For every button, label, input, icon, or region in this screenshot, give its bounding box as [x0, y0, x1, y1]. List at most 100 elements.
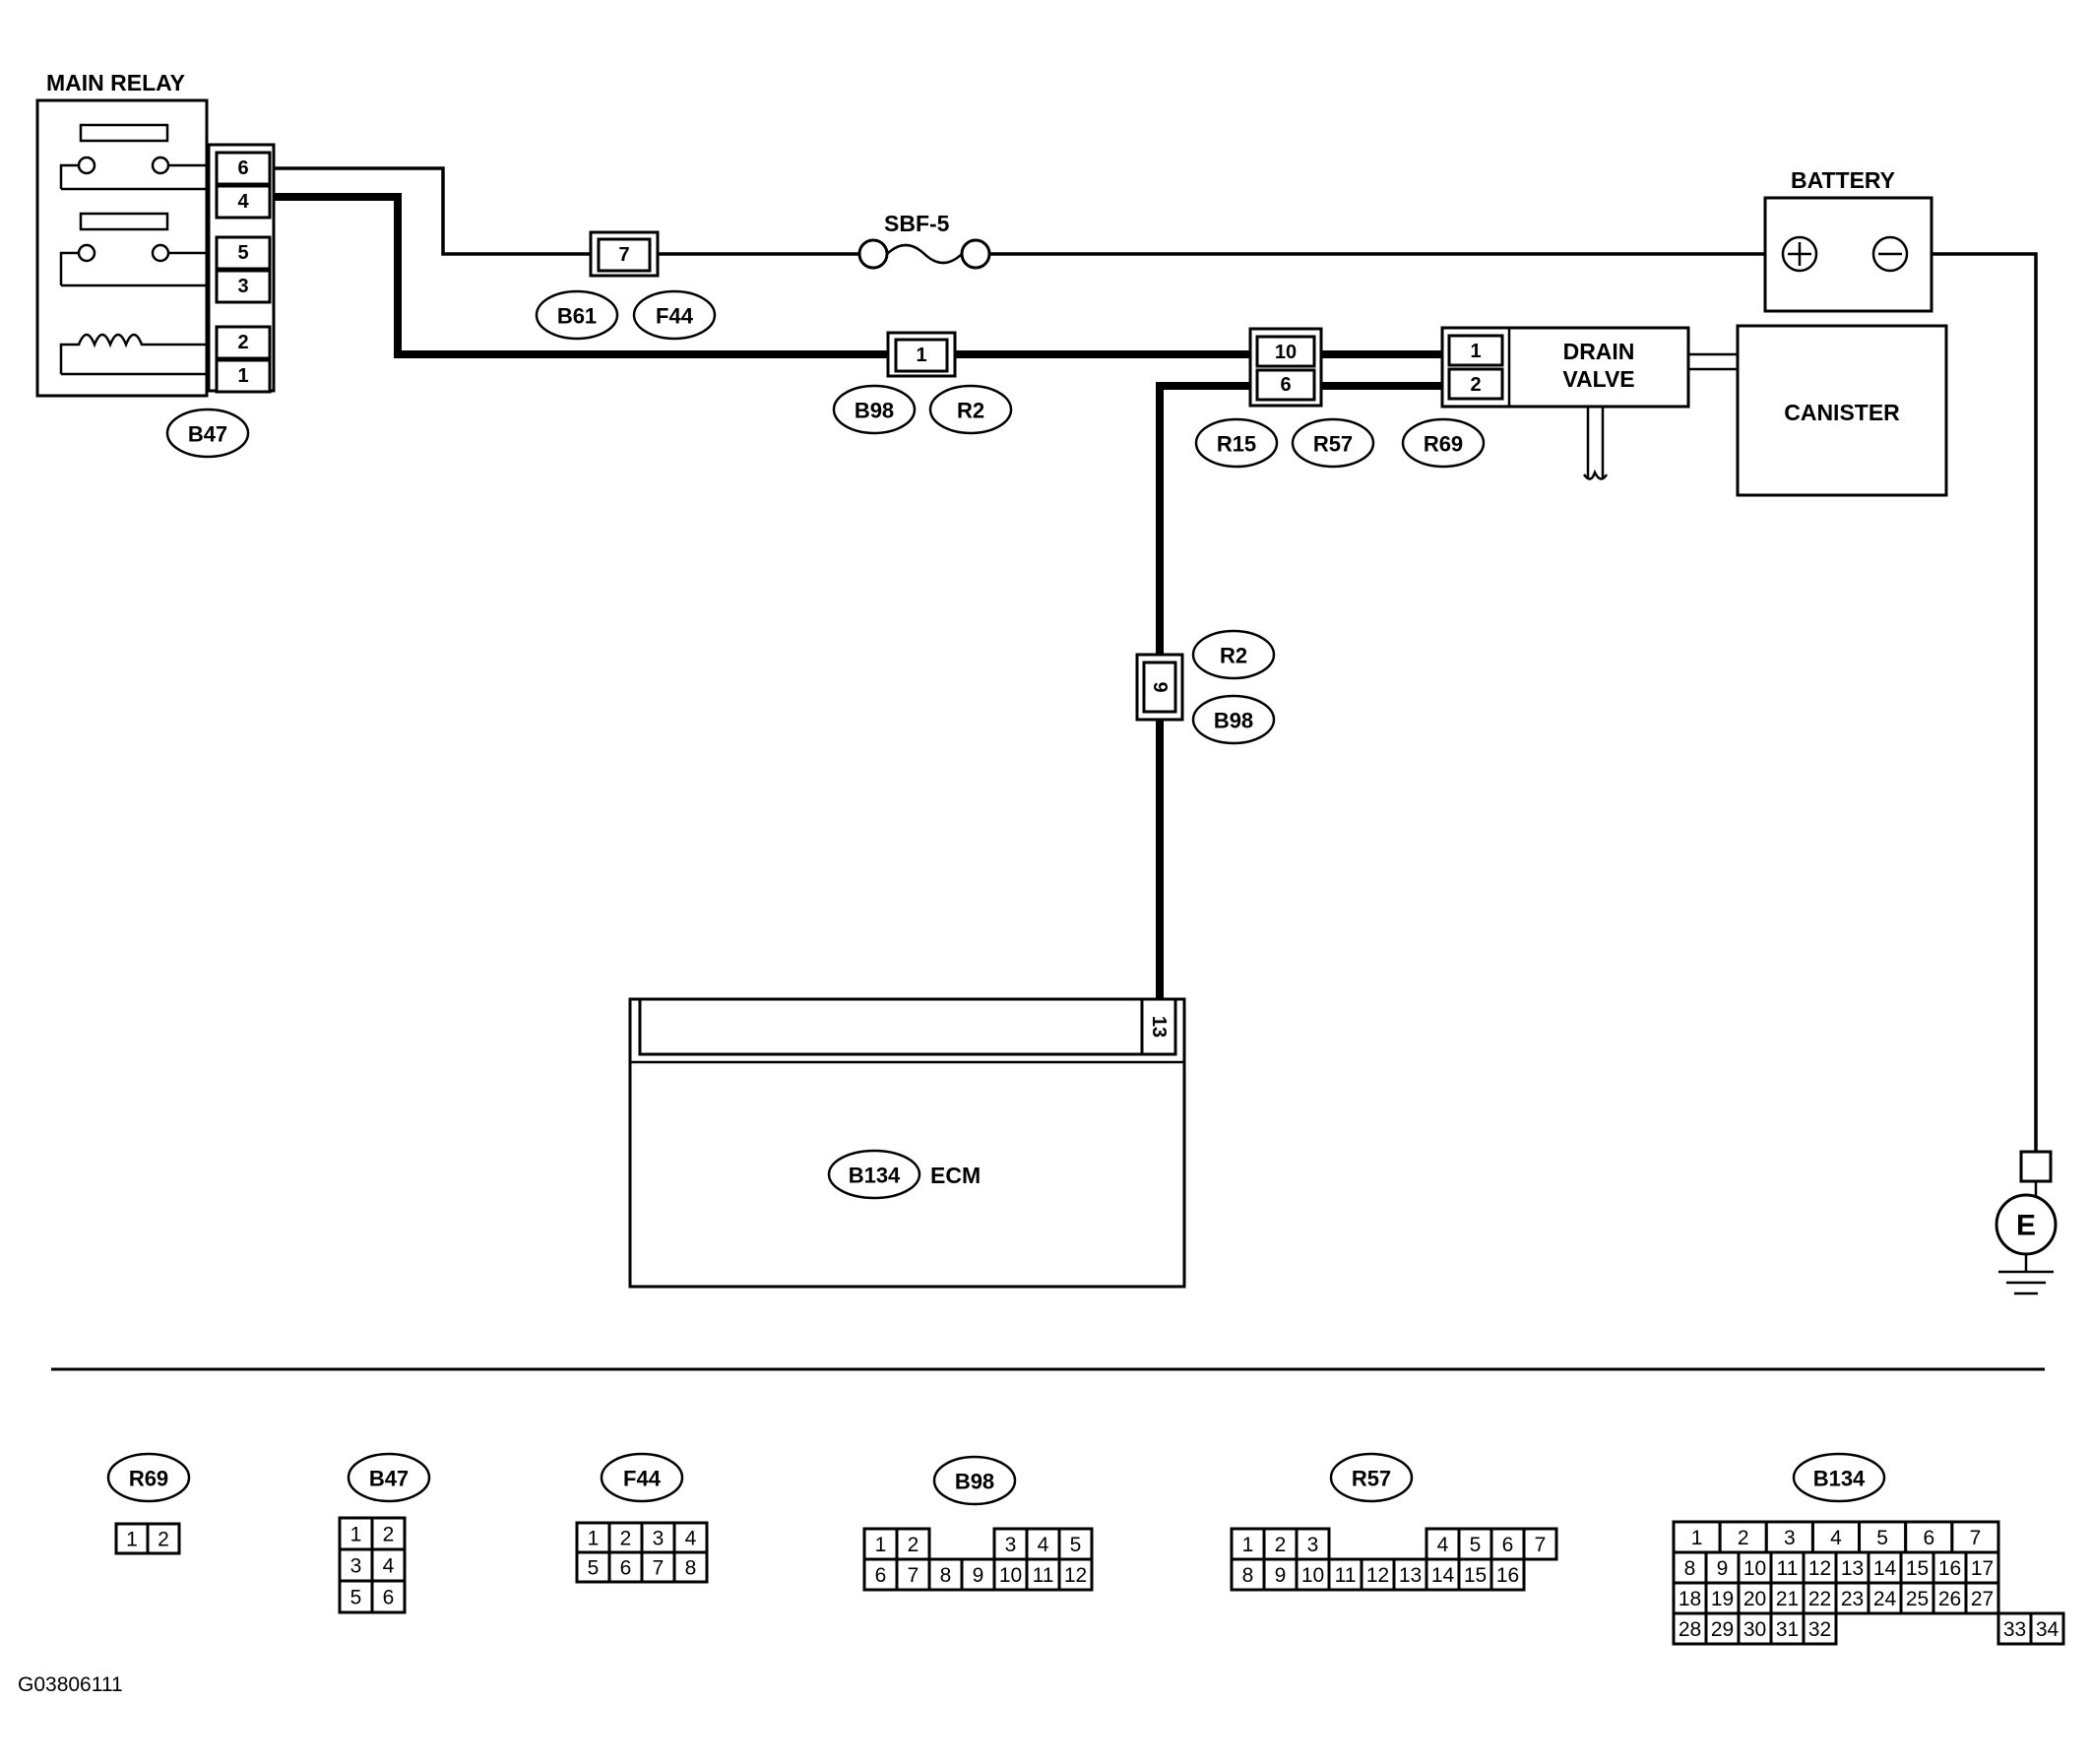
connector-view-name: B134 [1813, 1467, 1866, 1491]
connector-view-pin: 16 [1938, 1557, 1961, 1580]
connector-view-pin: 7 [908, 1564, 919, 1587]
connector-view-pin: 4 [1038, 1534, 1049, 1556]
svg-text:B61: B61 [557, 304, 597, 329]
connector-view-pin: 3 [1005, 1534, 1017, 1556]
canister-label: CANISTER [1784, 400, 1900, 425]
relay-pin: 6 [237, 158, 248, 179]
relay-pin: 3 [237, 276, 248, 297]
connector-view-pin: 27 [1971, 1588, 1994, 1610]
ground-label: E [2016, 1210, 2036, 1242]
connector-view-name: R69 [129, 1467, 168, 1491]
connector-view-pin: 33 [2003, 1618, 2026, 1641]
connector-view-pin: 1 [1691, 1527, 1703, 1549]
inline-connector-b61-f44 [589, 230, 660, 278]
ground-symbol [1995, 1150, 2058, 1295]
connector-view-pin: 1 [126, 1529, 138, 1551]
connector-view-pin: 11 [1335, 1564, 1357, 1587]
connector-view-pin: 6 [875, 1564, 887, 1587]
svg-text:B98: B98 [1214, 709, 1253, 733]
connector-tag-r15: R15 [1194, 417, 1279, 469]
connector-view-pin: 34 [2036, 1618, 2059, 1641]
connector-tag-f44: F44 [632, 289, 717, 341]
ecm [628, 997, 1186, 1289]
connector-pin: 7 [618, 244, 629, 266]
connector-view-pin: 21 [1776, 1588, 1799, 1610]
svg-text:B98: B98 [855, 399, 894, 423]
connector-view-pin: 5 [1070, 1534, 1082, 1556]
connector-view-pin: 2 [158, 1529, 169, 1551]
connector-pin: 10 [1275, 342, 1297, 363]
relay-pin: 2 [237, 332, 248, 353]
ecm-label: ECM [930, 1163, 981, 1188]
connector-view-pin: 14 [1431, 1564, 1455, 1587]
connector-view-pin: 7 [1535, 1534, 1547, 1556]
connector-view-pin: 23 [1841, 1588, 1864, 1610]
inline-connector-r2-b98-vertical [1135, 653, 1184, 722]
relay-pin: 4 [237, 191, 249, 213]
connector-view-pin: 25 [1906, 1588, 1929, 1610]
connector-view-pin: 12 [1064, 1564, 1087, 1587]
connector-tag-b134: B134 [827, 1149, 921, 1200]
connector-view-pin: 16 [1496, 1564, 1519, 1587]
connector-view-pin: 20 [1743, 1588, 1766, 1610]
connector-view-pin: 18 [1679, 1588, 1701, 1610]
connector-view-pin: 19 [1711, 1588, 1734, 1610]
connector-view-pin: 10 [1301, 1564, 1324, 1587]
connector-view-pin: 2 [383, 1524, 395, 1546]
connector-view-pin: 7 [1970, 1527, 1982, 1549]
connector-view-pin: 3 [1784, 1527, 1796, 1549]
connector-view-name: R57 [1352, 1467, 1391, 1491]
connector-view-pin: 9 [973, 1564, 984, 1587]
connector-view-pin: 28 [1679, 1618, 1701, 1641]
connector-view-pin: 1 [350, 1524, 362, 1546]
connector-view-pin: 13 [1841, 1557, 1864, 1580]
drain-valve-label: VALVE [1562, 366, 1634, 392]
connector-view-pin: 30 [1743, 1618, 1766, 1641]
battery [1763, 196, 1933, 313]
figure-code: G03806111 [18, 1673, 123, 1696]
connector-view-pin: 1 [1242, 1534, 1254, 1556]
svg-text:B134: B134 [849, 1164, 901, 1188]
connector-tag-b98: B98 [1191, 694, 1276, 745]
svg-text:F44: F44 [656, 304, 694, 329]
connector-view-pin: 6 [1923, 1527, 1934, 1549]
connector-view-pin: 32 [1808, 1618, 1831, 1641]
connector-view-pin: 1 [588, 1528, 600, 1550]
connector-view-pin: 9 [1275, 1564, 1287, 1587]
connector-view-pin: 3 [1307, 1534, 1319, 1556]
connector-view-name: B98 [955, 1470, 994, 1494]
connector-view-pin: 2 [1275, 1534, 1287, 1556]
connector-view-pin: 6 [620, 1557, 632, 1580]
connector-view-pin: 22 [1808, 1588, 1831, 1610]
connector-view-pin: 6 [1502, 1534, 1514, 1556]
connector-view-pin: 2 [1738, 1527, 1749, 1549]
connector-view-pin: 4 [1830, 1527, 1842, 1549]
connector-view-pin: 10 [999, 1564, 1022, 1587]
connector-view-pin: 15 [1464, 1564, 1487, 1587]
wire-drain-control [1156, 382, 1442, 1009]
connector-tag-r57: R57 [1291, 417, 1375, 469]
svg-text:B47: B47 [188, 422, 227, 447]
fuse-label: SBF-5 [884, 211, 950, 236]
connector-view-pin: 7 [653, 1557, 665, 1580]
connector-view-pin: 2 [908, 1534, 919, 1556]
battery-label: BATTERY [1791, 167, 1895, 193]
connector-view-pin: 31 [1776, 1618, 1799, 1641]
connector-view-pin: 5 [350, 1587, 362, 1609]
svg-text:R57: R57 [1313, 432, 1353, 457]
connector-view-pin: 9 [1717, 1557, 1729, 1580]
connector-view-pin: 11 [1777, 1557, 1799, 1580]
connector-view-pin: 13 [1399, 1564, 1422, 1587]
connector-view-pin: 4 [383, 1555, 395, 1578]
connector-view-pin: 8 [1684, 1557, 1696, 1580]
connector-tag-b47: B47 [165, 408, 250, 459]
connector-view-pin: 12 [1366, 1564, 1389, 1587]
svg-text:R2: R2 [1220, 644, 1247, 668]
